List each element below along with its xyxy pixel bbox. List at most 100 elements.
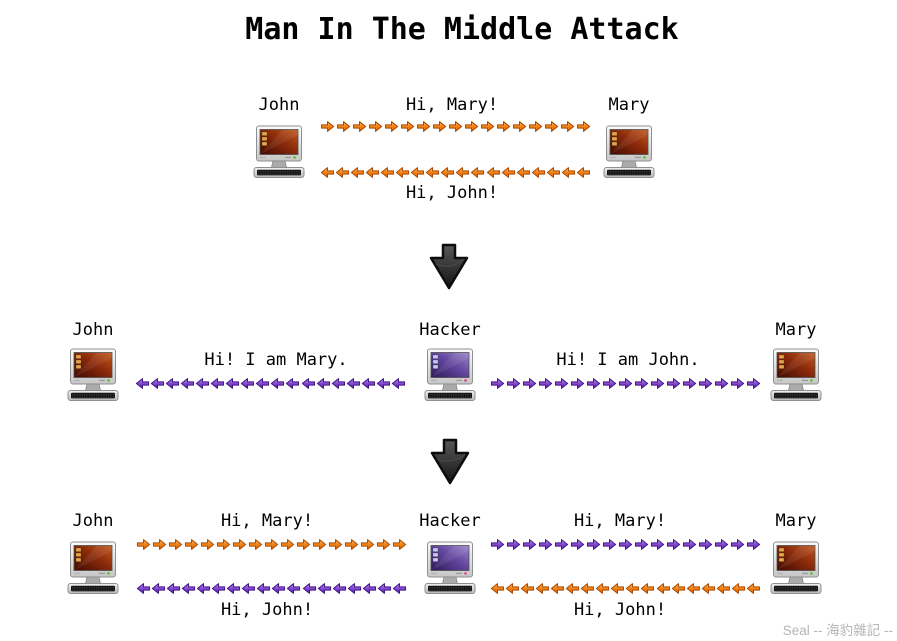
purple-left-arrow-icon (227, 583, 241, 594)
purple-left-arrow-icon (392, 583, 406, 594)
purple-right-arrow-icon (666, 378, 681, 389)
orange-right-arrow-icon (320, 121, 335, 132)
orange-left-arrow-icon (520, 583, 535, 594)
orange-left-arrow-icon (381, 167, 395, 178)
orange-left-arrow-icon (350, 167, 365, 178)
orange-left-arrow-icon (536, 583, 550, 594)
purple-right-arrow-icon (586, 378, 601, 389)
arrow-flow-mary-to-john (320, 166, 591, 179)
purple-left-arrow-icon (286, 378, 300, 389)
orange-right-arrow-icon (352, 121, 367, 132)
orange-left-arrow-icon (716, 583, 730, 594)
computer-icon-mary (603, 125, 655, 179)
purple-right-arrow-icon (714, 539, 729, 550)
purple-right-arrow-icon (746, 378, 761, 389)
purple-left-arrow-icon (362, 583, 376, 594)
orange-left-arrow-icon (701, 583, 715, 594)
purple-left-arrow-icon (391, 378, 405, 389)
purple-left-arrow-icon (181, 378, 195, 389)
orange-right-arrow-icon (248, 539, 263, 550)
purple-left-arrow-icon (151, 583, 166, 594)
purple-left-arrow-icon (316, 378, 330, 389)
orange-right-arrow-icon (448, 121, 463, 132)
orange-right-arrow-icon (384, 121, 399, 132)
arrow-flow-hacker-to-mary (490, 377, 761, 390)
orange-right-arrow-icon (416, 121, 431, 132)
purple-right-arrow-icon (506, 378, 521, 389)
orange-right-arrow-icon (464, 121, 479, 132)
watermark: Seal -- 海豹雜記 -- (782, 623, 893, 638)
orange-right-arrow-icon (528, 121, 543, 132)
orange-right-arrow-icon (496, 121, 511, 132)
purple-left-arrow-icon (196, 378, 210, 389)
actor-label-john: John (258, 95, 300, 115)
message-label-hi-mary-right: Hi, Mary! (573, 511, 667, 531)
computer-icon-mary-3 (770, 541, 822, 595)
purple-left-arrow-icon (212, 583, 226, 594)
computer-icon-john-2 (67, 348, 119, 402)
purple-left-arrow-icon (272, 583, 286, 594)
orange-right-arrow-icon (216, 539, 231, 550)
purple-left-arrow-icon (241, 378, 255, 389)
orange-left-arrow-icon (471, 167, 485, 178)
purple-right-arrow-icon (490, 378, 505, 389)
computer-icon-hacker (424, 348, 476, 402)
orange-right-arrow-icon (296, 539, 311, 550)
purple-right-arrow-icon (506, 539, 521, 550)
computer-icon-hacker-2 (424, 541, 476, 595)
purple-left-arrow-icon (136, 583, 151, 594)
purple-left-arrow-icon (257, 583, 271, 594)
purple-right-arrow-icon (538, 539, 553, 550)
diagram-title: Man In The Middle Attack (245, 12, 679, 47)
orange-right-arrow-icon (544, 121, 559, 132)
purple-right-arrow-icon (714, 378, 729, 389)
orange-left-arrow-icon (426, 167, 440, 178)
arrow-flow-hacker-to-john-2 (136, 582, 407, 595)
purple-right-arrow-icon (522, 378, 537, 389)
orange-right-arrow-icon (184, 539, 199, 550)
orange-left-arrow-icon (671, 583, 685, 594)
orange-right-arrow-icon (152, 539, 167, 550)
arrow-flow-john-to-mary (320, 120, 591, 133)
purple-right-arrow-icon (682, 378, 697, 389)
message-label-i-am-john: Hi! I am John. (556, 350, 700, 370)
orange-right-arrow-icon (312, 539, 327, 550)
orange-left-arrow-icon (501, 167, 515, 178)
purple-right-arrow-icon (634, 539, 649, 550)
purple-left-arrow-icon (317, 583, 331, 594)
orange-right-arrow-icon (392, 539, 407, 550)
purple-right-arrow-icon (570, 378, 585, 389)
purple-right-arrow-icon (490, 539, 505, 550)
purple-right-arrow-icon (570, 539, 585, 550)
purple-right-arrow-icon (634, 378, 649, 389)
arrow-flow-hacker-to-john (135, 377, 406, 390)
orange-left-arrow-icon (641, 583, 655, 594)
actor-label-mary: Mary (608, 95, 650, 115)
orange-left-arrow-icon (486, 167, 500, 178)
purple-left-arrow-icon (242, 583, 256, 594)
purple-right-arrow-icon (522, 539, 537, 550)
orange-right-arrow-icon (136, 539, 151, 550)
orange-right-arrow-icon (480, 121, 495, 132)
purple-left-arrow-icon (135, 378, 150, 389)
orange-left-arrow-icon (611, 583, 625, 594)
purple-right-arrow-icon (618, 539, 633, 550)
purple-left-arrow-icon (150, 378, 165, 389)
purple-left-arrow-icon (346, 378, 360, 389)
orange-left-arrow-icon (505, 583, 520, 594)
purple-left-arrow-icon (197, 583, 211, 594)
orange-left-arrow-icon (746, 583, 760, 594)
purple-right-arrow-icon (730, 539, 745, 550)
message-label-i-am-mary: Hi! I am Mary. (204, 350, 348, 370)
actor-label-john-2: John (72, 320, 114, 340)
purple-left-arrow-icon (301, 378, 315, 389)
orange-left-arrow-icon (441, 167, 455, 178)
orange-left-arrow-icon (656, 583, 670, 594)
orange-right-arrow-icon (376, 539, 391, 550)
purple-left-arrow-icon (211, 378, 225, 389)
purple-right-arrow-icon (602, 539, 617, 550)
orange-right-arrow-icon (512, 121, 527, 132)
orange-left-arrow-icon (516, 167, 530, 178)
orange-left-arrow-icon (320, 167, 335, 178)
